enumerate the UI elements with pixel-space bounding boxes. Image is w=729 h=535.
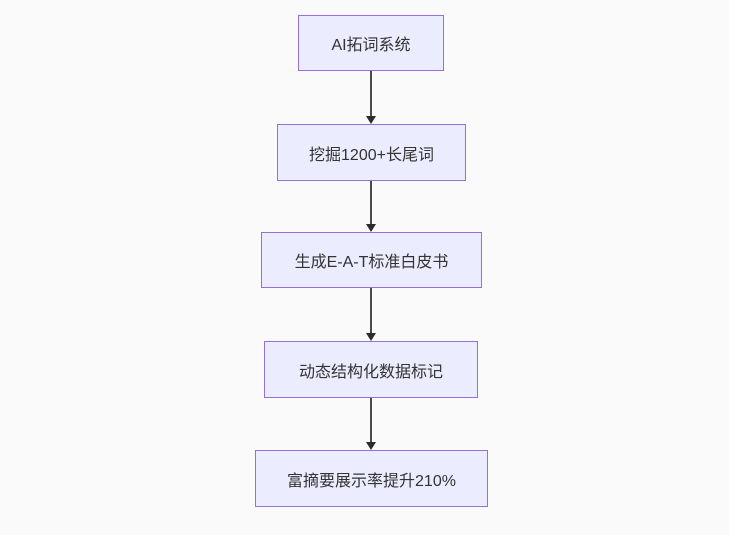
- arrowhead-down-icon: [366, 116, 376, 124]
- arrowhead-down-icon: [366, 224, 376, 232]
- flow-node-label: 挖掘1200+长尾词: [309, 146, 434, 164]
- arrowhead-down-icon: [366, 333, 376, 341]
- flow-edge-step3-step4: [365, 288, 377, 341]
- flow-node-step4: 动态结构化数据标记: [264, 341, 478, 398]
- edge-line: [370, 181, 372, 224]
- flow-edge-step1-step2: [365, 71, 377, 124]
- arrowhead-down-icon: [366, 442, 376, 450]
- flow-node-step1: AI拓词系统: [298, 15, 444, 71]
- flow-edge-step2-step3: [365, 181, 377, 232]
- flow-edge-step4-step5: [365, 398, 377, 450]
- flow-node-step3: 生成E-A-T标准白皮书: [261, 232, 482, 288]
- edge-line: [370, 398, 372, 442]
- edge-line: [370, 71, 372, 116]
- edge-line: [370, 288, 372, 333]
- flow-node-label: 动态结构化数据标记: [298, 363, 443, 381]
- flow-node-label: AI拓词系统: [331, 37, 411, 54]
- flow-node-step2: 挖掘1200+长尾词: [277, 124, 466, 181]
- flow-node-label: 富摘要展示率提升210%: [287, 472, 456, 490]
- flow-node-label: 生成E-A-T标准白皮书: [294, 254, 449, 271]
- flow-node-step5: 富摘要展示率提升210%: [255, 450, 488, 507]
